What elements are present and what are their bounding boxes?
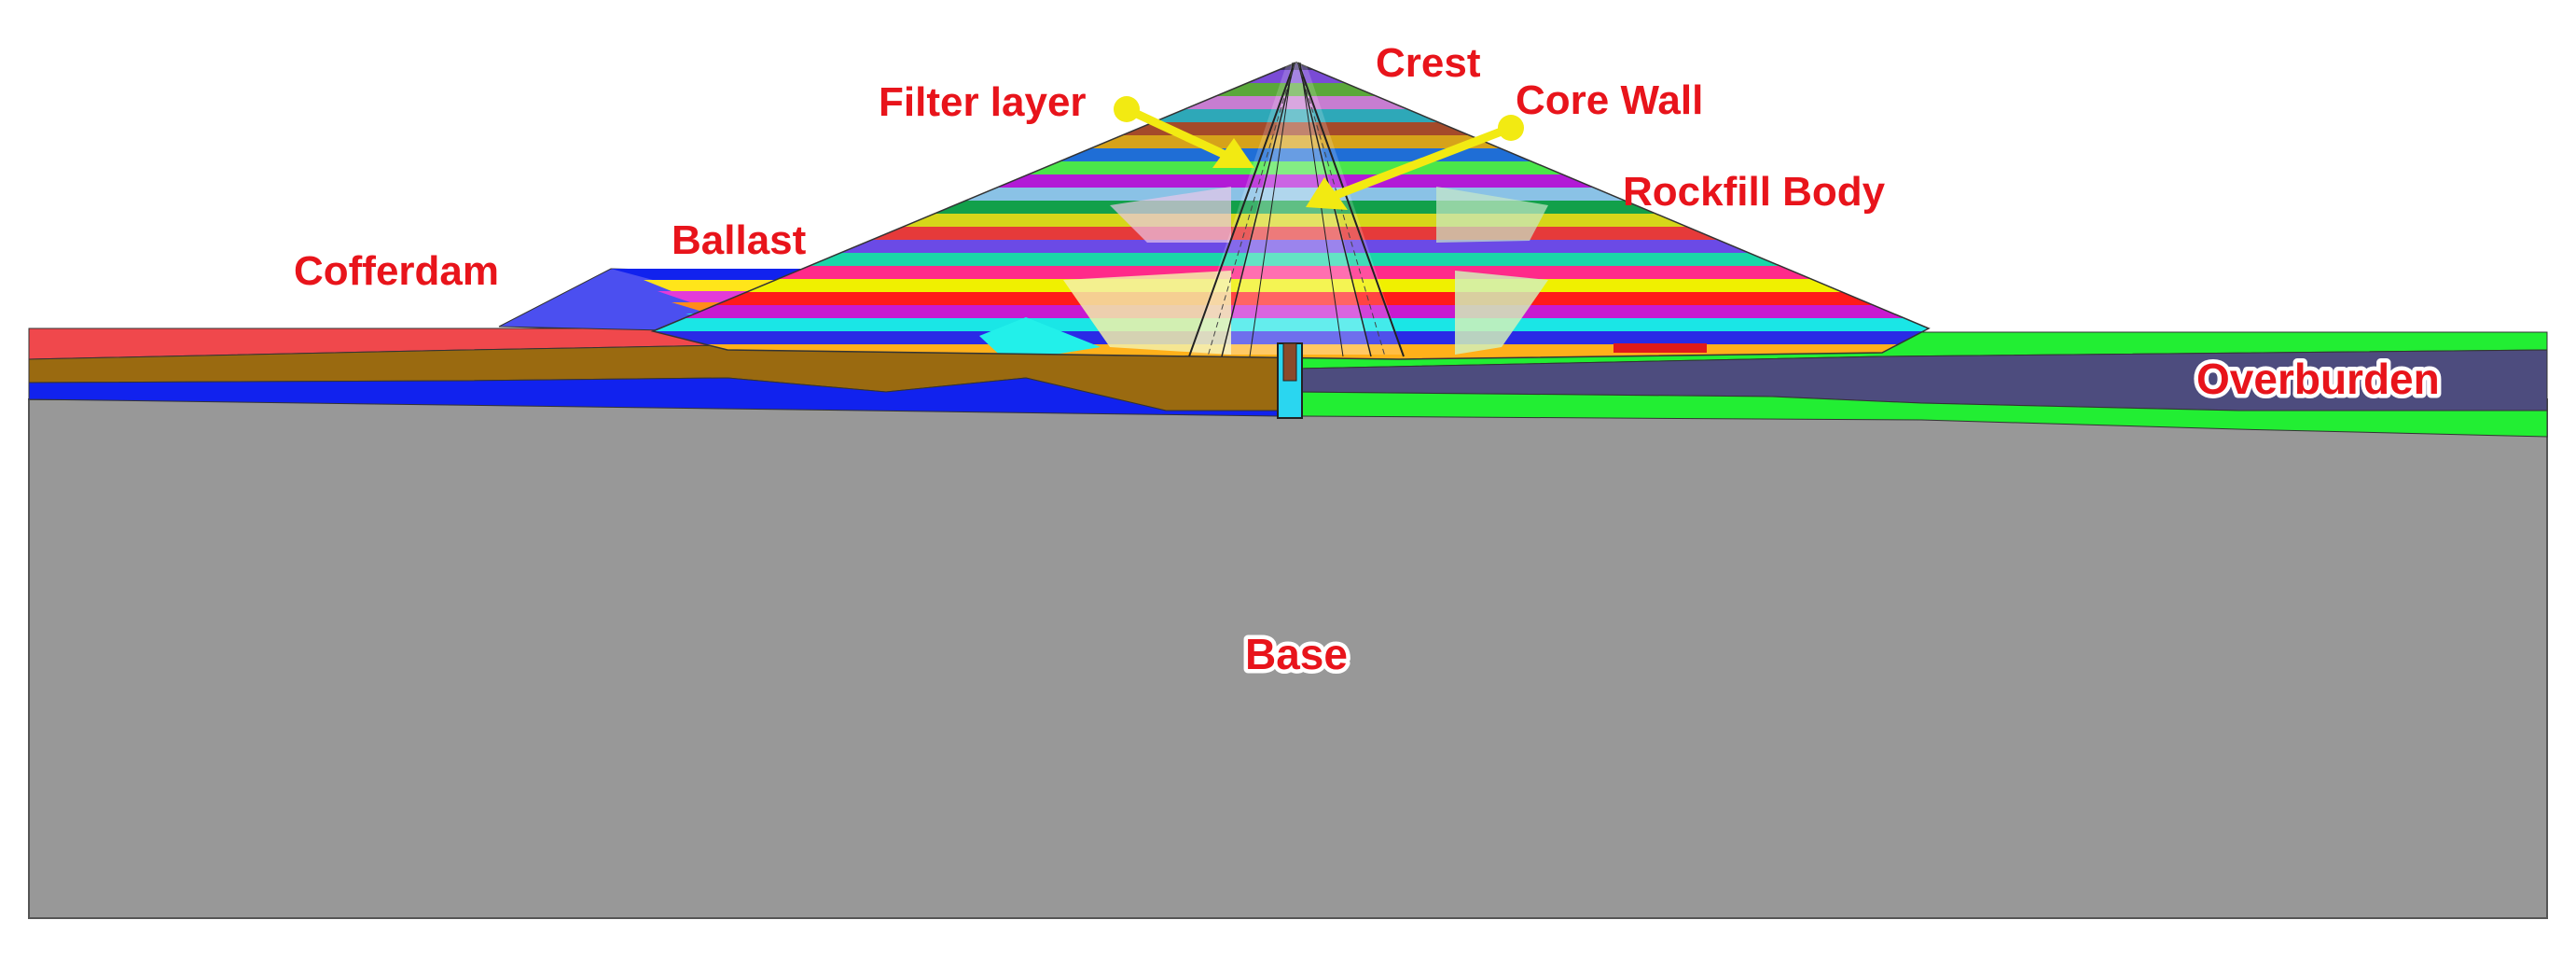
core-wall-region: [1188, 62, 1405, 357]
crest-label: Crest: [1376, 40, 1481, 86]
filter-layer-label: Filter layer: [879, 79, 1087, 125]
downstream-green-bottom: [1295, 391, 2548, 438]
overburden-label: Overburden: [2196, 355, 2440, 403]
arrow-core-wall: [1306, 115, 1524, 210]
base-region: [28, 398, 2548, 919]
ballast-label: Ballast: [672, 217, 807, 263]
rockfill-body-label: Rockfill Body: [1623, 169, 1886, 215]
base-label: Base: [1245, 630, 1348, 678]
arrow-filter-layer: [1114, 96, 1254, 168]
core-wall-label: Core Wall: [1516, 77, 1703, 123]
upstream-blue-layer: [28, 377, 1279, 417]
cofferdam-label: Cofferdam: [294, 248, 499, 294]
